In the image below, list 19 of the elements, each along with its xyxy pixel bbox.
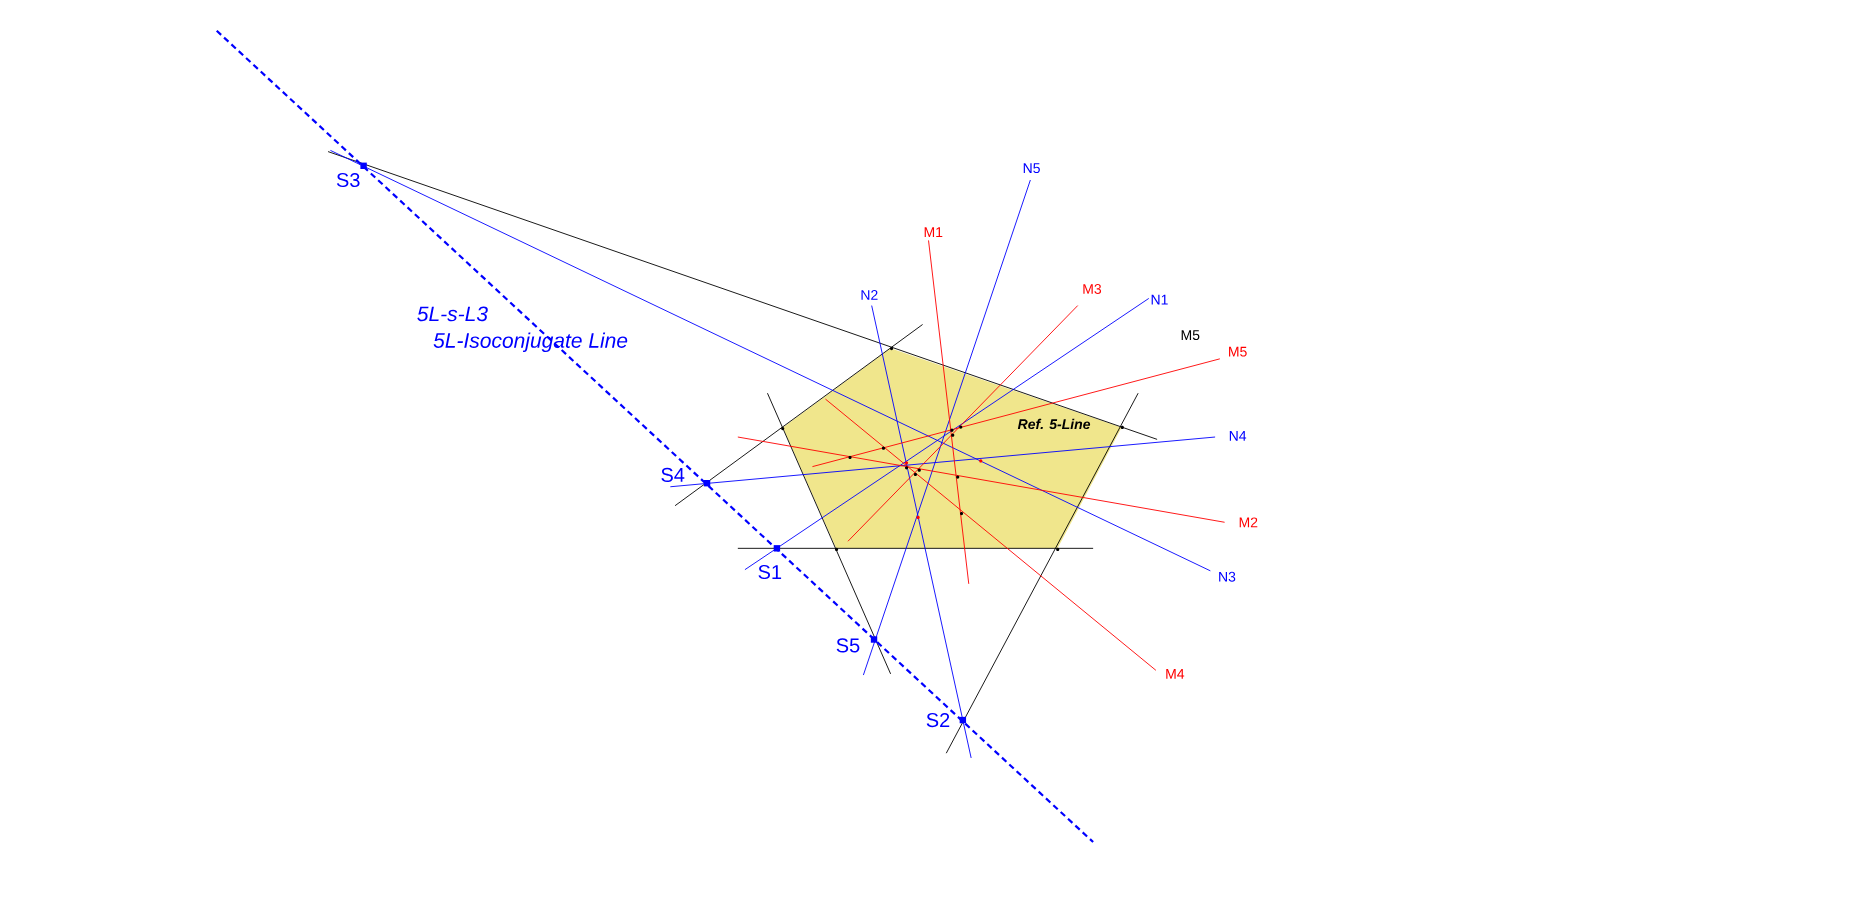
point-label: N5: [1023, 163, 1040, 174]
point-label: N2: [861, 290, 878, 300]
point-label: S3: [336, 172, 360, 188]
point-label: 5L-s-L3: [417, 306, 488, 322]
point-label: M3: [1083, 284, 1102, 294]
point-label: S4: [661, 467, 685, 482]
point-label: S1: [758, 564, 782, 580]
pentagon: Ref. 5-Line: [782, 348, 1122, 549]
point-label: N3: [1219, 571, 1236, 582]
point-label: M5: [1229, 346, 1247, 357]
point-label: M4: [1166, 669, 1185, 679]
point-label: M1: [924, 227, 943, 237]
point-label: N4: [1229, 431, 1247, 441]
point-label: S2: [926, 713, 950, 728]
point-label: M5: [1181, 330, 1200, 341]
point-label: M2: [1239, 517, 1258, 528]
point-label: S5: [836, 638, 860, 653]
point-label: N1: [1151, 294, 1168, 305]
point-label: 5L-Isoconjugate Line: [433, 332, 628, 353]
